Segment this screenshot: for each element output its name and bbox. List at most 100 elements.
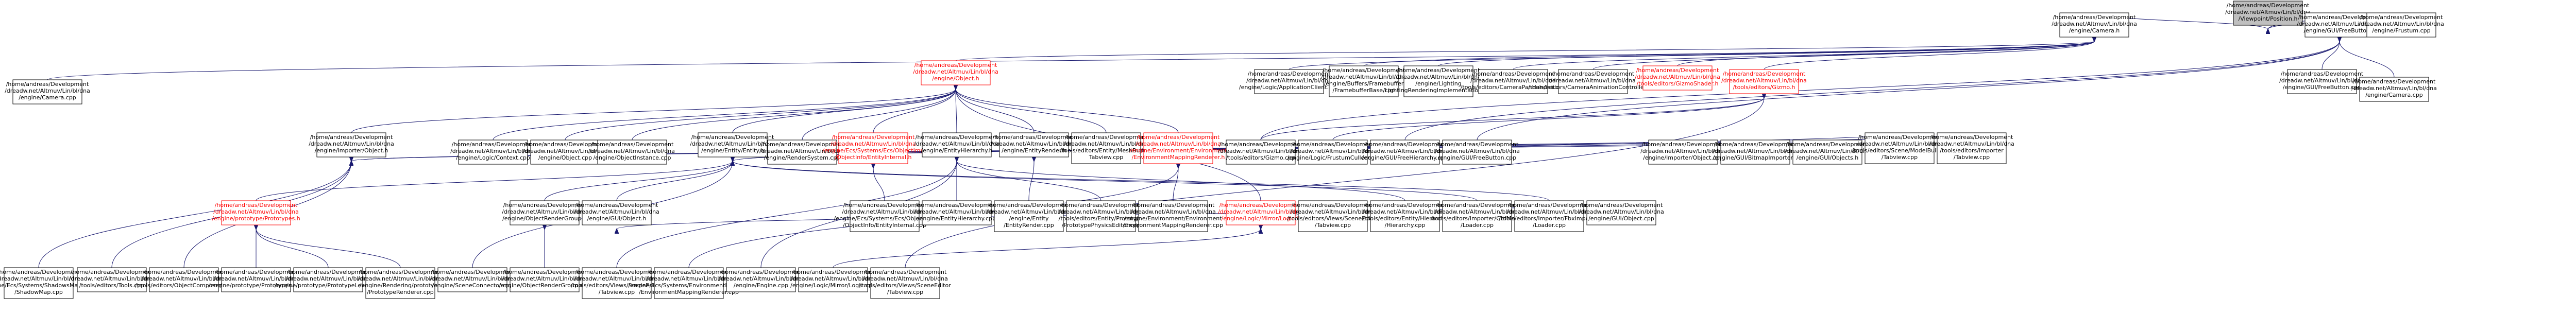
node-label-line: /engine/Object.cpp	[538, 154, 592, 161]
node-engine-cpp[interactable]: /home/andreas/Development/dreadw.net/Alt…	[718, 267, 804, 292]
node-gui-object-cpp[interactable]: /home/andreas/Development/dreadw.net/Alt…	[1579, 200, 1664, 225]
node-box	[582, 200, 652, 225]
node-object-h[interactable]: /home/andreas/Development/dreadw.net/Alt…	[913, 60, 998, 85]
node-scene-editor2[interactable]: /home/andreas/Development/dreadw.net/Alt…	[859, 267, 951, 299]
node-gui-hierarchy[interactable]: /home/andreas/Development/dreadw.net/Alt…	[1362, 139, 1448, 165]
node-label-line: /dreadw.net/Altmuv/Lin/bl/dna	[1470, 77, 1556, 84]
node-mirror-cpp[interactable]: /home/andreas/Development/dreadw.net/Alt…	[790, 267, 876, 292]
edge-shadow-camera-to-free-button	[2340, 41, 2395, 78]
node-proto-objects-h[interactable]: /home/andreas/Development/dreadw.net/Alt…	[212, 200, 300, 225]
node-label-line: /dreadw.net/Altmuv/Lin/bl/dna	[1218, 208, 1303, 215]
node-label-line: /dreadw.net/Altmuv/Lin/bl/dna	[1362, 208, 1448, 215]
node-mirror-h[interactable]: /home/andreas/Development/dreadw.net/Alt…	[1218, 200, 1303, 225]
node-editor-scene[interactable]: /home/andreas/Development/dreadw.net/Alt…	[571, 267, 663, 299]
node-box	[77, 267, 147, 292]
node-obj-composer[interactable]: /home/andreas/Development/dreadw.net/Alt…	[135, 267, 233, 292]
node-entity-render-h[interactable]: /home/andreas/Development/dreadw.net/Alt…	[991, 132, 1077, 158]
node-label-line: /Loader.cpp	[1461, 222, 1494, 229]
node-label-line: /dreadw.net/Altmuv/Lin/bl/dna	[1929, 141, 2014, 147]
node-obj-render-group-h[interactable]: /home/andreas/Development/dreadw.net/Alt…	[502, 200, 587, 225]
node-gui-button-cpp[interactable]: /home/andreas/Development/dreadw.net/Alt…	[2279, 69, 2365, 94]
node-label-line: /dreadw.net/Altmuv/Lin/bl/dna	[646, 275, 732, 282]
node-obj-instance[interactable]: /home/andreas/Development/dreadw.net/Alt…	[589, 139, 675, 165]
node-box	[1514, 200, 1584, 232]
node-box	[870, 267, 940, 299]
node-gltf-import[interactable]: /home/andreas/Development/dreadw.net/Alt…	[1929, 132, 2014, 164]
node-entity-hier-cpp[interactable]: /home/andreas/Development/dreadw.net/Alt…	[914, 200, 999, 225]
nodes-layer: /home/andreas/Development/dreadw.net/Alt…	[0, 1, 2444, 299]
node-box	[1138, 200, 1208, 232]
node-label-line: /home/andreas/Development	[1060, 202, 1143, 208]
node-env-mapping-sys[interactable]: /home/andreas/Development/dreadw.net/Alt…	[628, 267, 750, 299]
node-obj-objects[interactable]: /home/andreas/Development/dreadw.net/Alt…	[1785, 139, 1870, 165]
node-gizmo-cpp[interactable]: /home/andreas/Development/dreadw.net/Alt…	[1218, 139, 1303, 165]
edge-mirror-cpp-to-mirror-h	[833, 229, 1261, 268]
node-gizmo-shader[interactable]: /home/andreas/Development/dreadw.net/Alt…	[1635, 65, 1720, 91]
node-label-line: /dreadw.net/Altmuv/Lin/bl/dna	[790, 275, 876, 282]
node-obj-render-group[interactable]: /home/andreas/Development/dreadw.net/Alt…	[499, 267, 590, 292]
node-label-line: /dreadw.net/Altmuv/Lin/bl/dna	[1246, 77, 1332, 84]
node-label-line: /home/andreas/Development	[503, 269, 586, 275]
node-physics-editor[interactable]: /home/andreas/Development/dreadw.net/Alt…	[1058, 200, 1144, 232]
node-tools-cpp[interactable]: /home/andreas/Development/dreadw.net/Alt…	[69, 267, 155, 292]
node-label-line: /home/andreas/Development	[1132, 202, 1215, 208]
node-label-line: /home/andreas/Development	[524, 141, 607, 148]
node-proto-objects[interactable]: /home/andreas/Development/dreadw.net/Alt…	[209, 267, 304, 292]
node-gui-bitmap[interactable]: /home/andreas/Development/dreadw.net/Alt…	[1713, 139, 1798, 165]
node-obj-importer[interactable]: /home/andreas/Development/dreadw.net/Alt…	[1640, 139, 1726, 165]
node-label-line: /home/andreas/Development	[310, 134, 393, 141]
node-lighting[interactable]: /home/andreas/Development/dreadw.net/Alt…	[1383, 65, 1494, 97]
edge-anim-ctrl-to-camera-h	[1592, 41, 2094, 70]
node-label-line: /tools/editors/Views/SceneEditor	[1287, 215, 1379, 222]
node-fbx-loader[interactable]: /home/andreas/Development/dreadw.net/Alt…	[1499, 200, 1600, 232]
node-entity-h[interactable]: /home/andreas/Development/dreadw.net/Alt…	[690, 132, 775, 158]
node-box	[1478, 69, 1548, 94]
node-frustum-cpp[interactable]: /home/andreas/Development/dreadw.net/Alt…	[2359, 12, 2444, 38]
node-scene-connector[interactable]: /home/andreas/Development/dreadw.net/Alt…	[430, 267, 515, 292]
node-frustum-culler[interactable]: /home/andreas/Development/dreadw.net/Alt…	[1287, 139, 1379, 165]
node-camera-cpp[interactable]: /home/andreas/Development/dreadw.net/Alt…	[5, 79, 90, 104]
node-camera-h[interactable]: /home/andreas/Development/dreadw.net/Alt…	[2052, 12, 2137, 38]
node-app-client[interactable]: /home/andreas/Development/dreadw.net/Alt…	[1239, 69, 1339, 94]
node-box	[1937, 132, 2007, 164]
node-label-line: /home/andreas/Development	[0, 269, 80, 275]
node-entity-render-cpp[interactable]: /home/andreas/Development/dreadw.net/Alt…	[986, 200, 1072, 232]
node-mesh-builder[interactable]: /home/andreas/Development/dreadw.net/Alt…	[1060, 132, 1153, 164]
node-shadow-camera[interactable]: /home/andreas/Development/dreadw.net/Alt…	[2351, 77, 2437, 102]
node-obj-instance-hier[interactable]: /home/andreas/Development/dreadw.net/Alt…	[834, 200, 936, 232]
edge-physics-editor-to-entity-hier-h	[957, 161, 1101, 201]
node-render-system[interactable]: /home/andreas/Development/dreadw.net/Alt…	[759, 139, 845, 165]
node-logic-context[interactable]: /home/andreas/Development/dreadw.net/Alt…	[450, 139, 536, 165]
node-anim-ctrl[interactable]: /home/andreas/Development/dreadw.net/Alt…	[1528, 69, 1658, 94]
node-camera-pan[interactable]: /home/andreas/Development/dreadw.net/Alt…	[1461, 69, 1566, 94]
node-gizmo-h[interactable]: /home/andreas/Development/dreadw.net/Alt…	[1721, 69, 1807, 94]
node-label-line: /Tabview.cpp	[1954, 154, 1990, 161]
node-box	[365, 267, 435, 299]
node-entity-hier-edit[interactable]: /home/andreas/Development/dreadw.net/Alt…	[1362, 200, 1448, 232]
node-label-line: /dreadw.net/Altmuv/Lin/bl/dna	[759, 148, 845, 154]
node-importer-h[interactable]: /home/andreas/Development/dreadw.net/Alt…	[309, 132, 394, 158]
node-gui-button-h[interactable]: /home/andreas/Development/dreadw.net/Alt…	[1434, 139, 1520, 165]
node-proto-render[interactable]: /home/andreas/Development/dreadw.net/Alt…	[358, 267, 443, 299]
node-label-line: /tools/editors/ObjectComposer.cpp	[135, 282, 233, 289]
node-label-line: /dreadw.net/Altmuv/Lin/bl/dna	[502, 275, 587, 282]
node-scene-editor[interactable]: /home/andreas/Development/dreadw.net/Alt…	[1287, 200, 1379, 232]
node-shadow-mapping[interactable]: /home/andreas/Development/dreadw.net/Alt…	[0, 267, 94, 299]
node-entity-hier-h[interactable]: /home/andreas/Development/dreadw.net/Alt…	[914, 132, 999, 158]
node-scene-import[interactable]: /home/andreas/Development/dreadw.net/Alt…	[1852, 132, 1947, 164]
node-env-mapping-cpp[interactable]: /home/andreas/Development/dreadw.net/Alt…	[1123, 200, 1223, 232]
node-box	[767, 139, 837, 165]
node-box	[2059, 12, 2129, 38]
node-gui-object[interactable]: /home/andreas/Development/dreadw.net/Alt…	[574, 200, 659, 225]
node-root[interactable]: /home/andreas/Development/dreadw.net/Alt…	[2225, 1, 2311, 26]
node-env-mapping-h[interactable]: /home/andreas/Development/dreadw.net/Alt…	[1129, 132, 1227, 164]
node-label-line: /dreadw.net/Altmuv/Lin/bl/dna	[831, 141, 916, 147]
node-gltf-loader[interactable]: /home/andreas/Development/dreadw.net/Alt…	[1431, 200, 1523, 232]
node-free-button[interactable]: /home/andreas/Development/dreadw.net/Alt…	[2297, 12, 2382, 38]
node-framebuffer[interactable]: /home/andreas/Development/dreadw.net/Alt…	[1321, 65, 1406, 97]
node-label-line: /home/andreas/Development	[792, 269, 875, 275]
node-object-cpp[interactable]: /home/andreas/Development/dreadw.net/Alt…	[522, 139, 608, 165]
node-box	[221, 267, 291, 292]
node-obj-internal[interactable]: /home/andreas/Development/dreadw.net/Alt…	[822, 132, 924, 164]
node-proto-level[interactable]: /home/andreas/Development/dreadw.net/Alt…	[275, 267, 382, 292]
